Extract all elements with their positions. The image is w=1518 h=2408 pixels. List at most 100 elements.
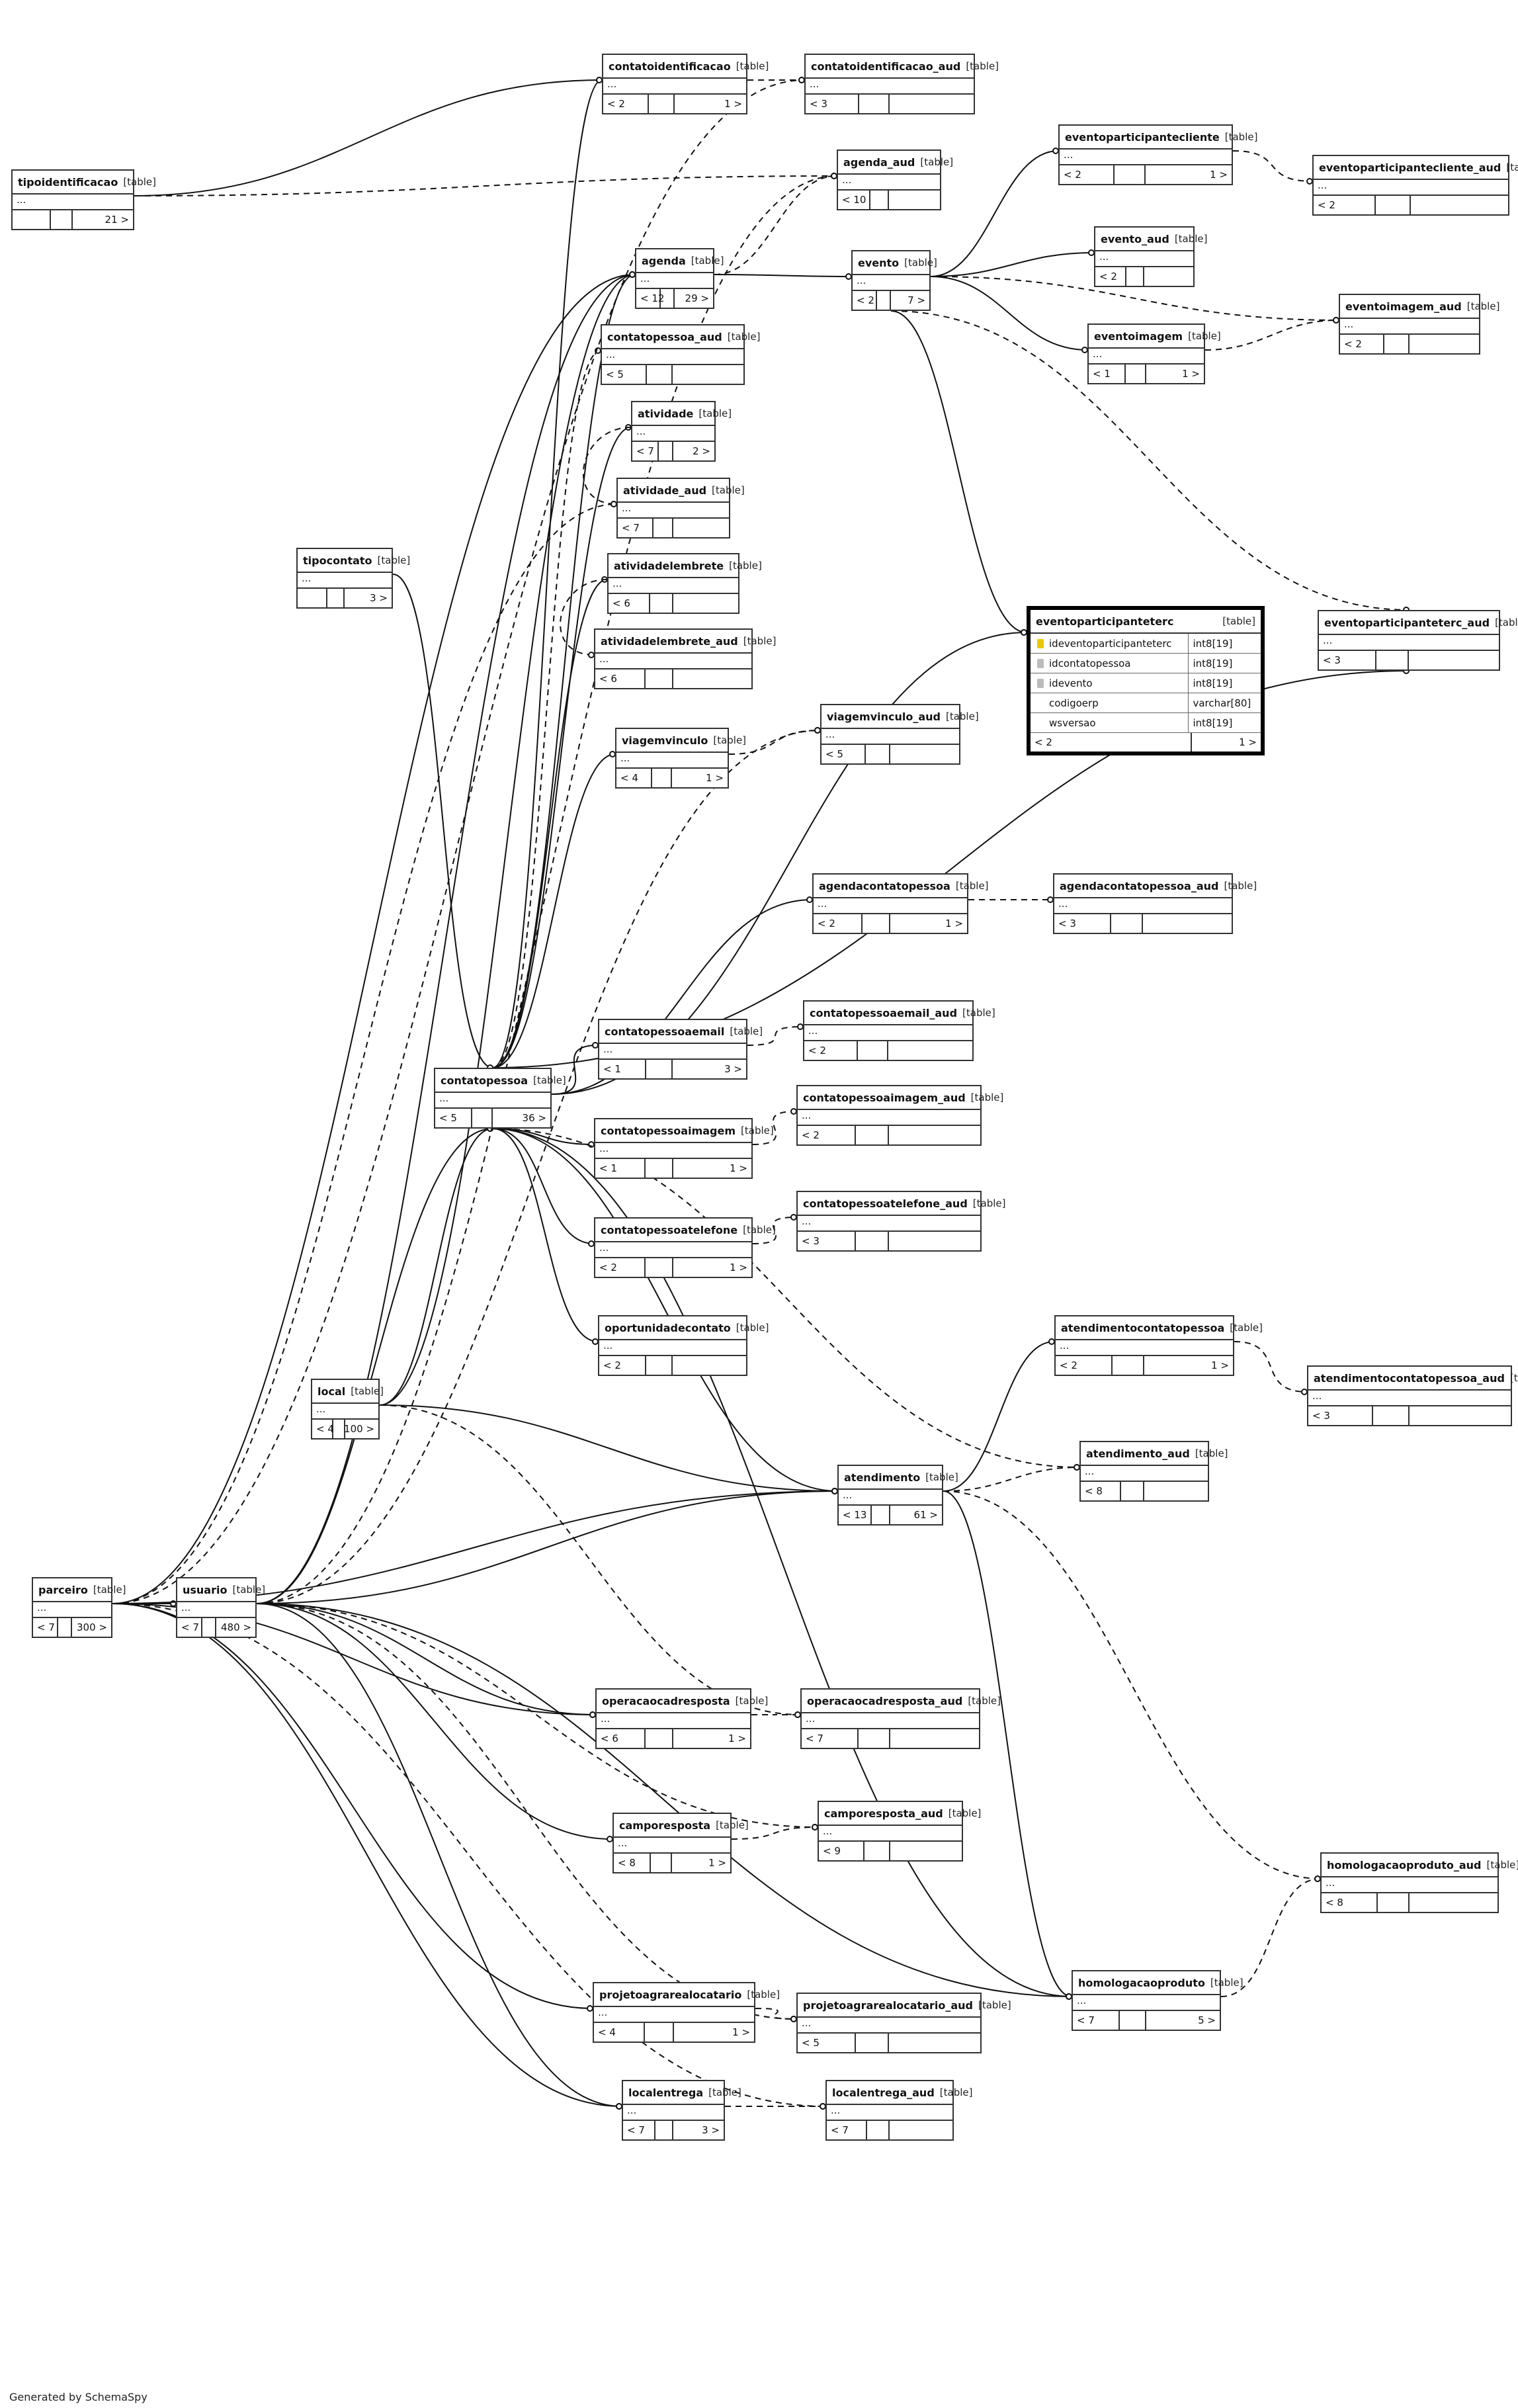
table-footer: < 7 xyxy=(827,2121,952,2139)
table-oportunidadecontato[interactable]: oportunidadecontato[table]...< 2 xyxy=(598,1315,769,1376)
table-eventoimagem-aud[interactable]: eventoimagem_aud[table]...< 2 xyxy=(1339,294,1499,355)
table-viagemvinculo-aud[interactable]: viagemvinculo_aud[table]...< 5 xyxy=(820,704,979,765)
table-header: oportunidadecontato[table] xyxy=(599,1316,769,1340)
parent-count xyxy=(13,210,52,229)
table-type-tag: [table] xyxy=(1230,1322,1263,1334)
child-count xyxy=(890,1729,979,1748)
table-atividade-aud[interactable]: atividade_aud[table]...< 7 xyxy=(616,478,745,538)
columns-collapsed: ... xyxy=(632,426,714,442)
table-name: viagemvinculo xyxy=(622,734,708,747)
table-agenda-aud[interactable]: agenda_aud[table]...< 10 xyxy=(837,150,953,210)
table-footer: < 8 xyxy=(1322,1893,1497,1912)
table-contatopessoaemail-aud[interactable]: contatopessoaemail_aud[table]...< 2 xyxy=(803,1000,995,1061)
relationship-line xyxy=(714,175,837,275)
columns-collapsed: ... xyxy=(798,1216,980,1232)
relationship-line xyxy=(1234,1341,1308,1393)
relationship-end-marker xyxy=(588,652,595,658)
columns-collapsed: ... xyxy=(814,898,967,914)
table-footer: < 6 xyxy=(595,669,751,688)
table-evento-aud[interactable]: evento_aud[table]...< 2 xyxy=(1094,226,1208,287)
table-header: localentrega[table] xyxy=(623,2081,741,2105)
table-type-tag: [table] xyxy=(736,1322,769,1334)
table-eventoparticipanteterc[interactable]: eventoparticipanteterc [table] ideventop… xyxy=(1027,606,1265,755)
table-tipoidentificacao[interactable]: tipoidentificacao[table]...21 > xyxy=(11,169,156,230)
relationship-line xyxy=(256,1603,818,1828)
table-contatopessoa-aud[interactable]: contatopessoa_aud[table]...< 5 xyxy=(601,324,760,385)
relationship-end-marker xyxy=(831,173,837,179)
table-atendimentocontatopessoa-aud[interactable]: atendimentocontatopessoa_aud[table]...< … xyxy=(1307,1365,1518,1426)
table-tipocontato[interactable]: tipocontato[table]...3 > xyxy=(296,548,410,609)
table-agendacontatopessoa-aud[interactable]: agendacontatopessoa_aud[table]...< 3 xyxy=(1053,873,1257,934)
relationship-line xyxy=(256,175,837,1604)
relationship-end-marker xyxy=(596,77,603,83)
parent-count: < 2 xyxy=(1031,733,1192,752)
child-count: 480 > xyxy=(221,1621,251,1633)
table-contatopessoaimagem-aud[interactable]: contatopessoaimagem_aud[table]...< 2 xyxy=(796,1085,1003,1146)
table-eventoparticipanteterc-aud[interactable]: eventoparticipanteterc_aud[table]...< 3 xyxy=(1318,610,1518,671)
column-count xyxy=(652,769,672,787)
table-homologacaoproduto-aud[interactable]: homologacaoproduto_aud[table]...< 8 xyxy=(1320,1852,1518,1913)
table-contatopessoatelefone-aud[interactable]: contatopessoatelefone_aud[table]...< 3 xyxy=(796,1191,1005,1252)
table-footer: < 2 xyxy=(1314,196,1508,214)
relationship-line xyxy=(930,276,1339,321)
child-count xyxy=(889,1232,980,1250)
relationship-line xyxy=(492,274,636,1068)
table-localentrega-aud[interactable]: localentrega_aud[table]...< 7 xyxy=(825,2080,972,2141)
table-eventoparticipantecliente-aud[interactable]: eventoparticipantecliente_aud[table]...<… xyxy=(1312,155,1518,216)
table-contatoidentificacao-aud[interactable]: contatoidentificacao_aud[table]...< 3 xyxy=(804,54,999,114)
child-count xyxy=(673,365,743,384)
column-count xyxy=(646,1729,673,1748)
table-header: contatopessoaemail_aud[table] xyxy=(804,1002,995,1025)
parent-count: < 9 xyxy=(819,1842,865,1860)
table-footer: < 7 xyxy=(802,1729,979,1748)
relationship-line xyxy=(379,1128,493,1406)
table-name: eventoimagem_aud xyxy=(1345,300,1462,313)
table-header: atividadelembrete_aud[table] xyxy=(595,630,776,654)
table-atividadelembrete-aud[interactable]: atividadelembrete_aud[table]...< 6 xyxy=(594,628,776,689)
column-count xyxy=(856,2034,889,2052)
child-count: 3 > xyxy=(702,2124,720,2136)
columns-collapsed: ... xyxy=(595,1143,751,1159)
table-type-tag: [table] xyxy=(1222,615,1255,627)
table-header: tipoidentificacao[table] xyxy=(13,171,156,194)
table-operacaocadresposta-aud[interactable]: operacaocadresposta_aud[table]...< 7 xyxy=(800,1688,1001,1749)
table-type-tag: [table] xyxy=(730,1025,763,1037)
child-count xyxy=(673,669,751,688)
table-projetoagrarealocatario-aud[interactable]: projetoagrarealocatario_aud[table]...< 5 xyxy=(796,1993,1011,2053)
table-footer: < 3 xyxy=(1308,1406,1511,1425)
parent-count: < 3 xyxy=(1054,914,1111,933)
table-footer: < 2 xyxy=(1095,267,1193,286)
table-header: agendacontatopessoa[table] xyxy=(814,875,989,898)
table-atendimento-aud[interactable]: atendimento_aud[table]...< 8 xyxy=(1079,1441,1228,1502)
table-atividadelembrete[interactable]: atividadelembrete[table]...< 6 xyxy=(607,553,762,614)
child-count: 1 > xyxy=(1182,368,1200,380)
table-camporesposta-aud[interactable]: camporesposta_aud[table]...< 9 xyxy=(818,1801,981,1862)
table-name: tipoidentificacao xyxy=(18,175,118,189)
relationship-line xyxy=(930,252,1095,277)
